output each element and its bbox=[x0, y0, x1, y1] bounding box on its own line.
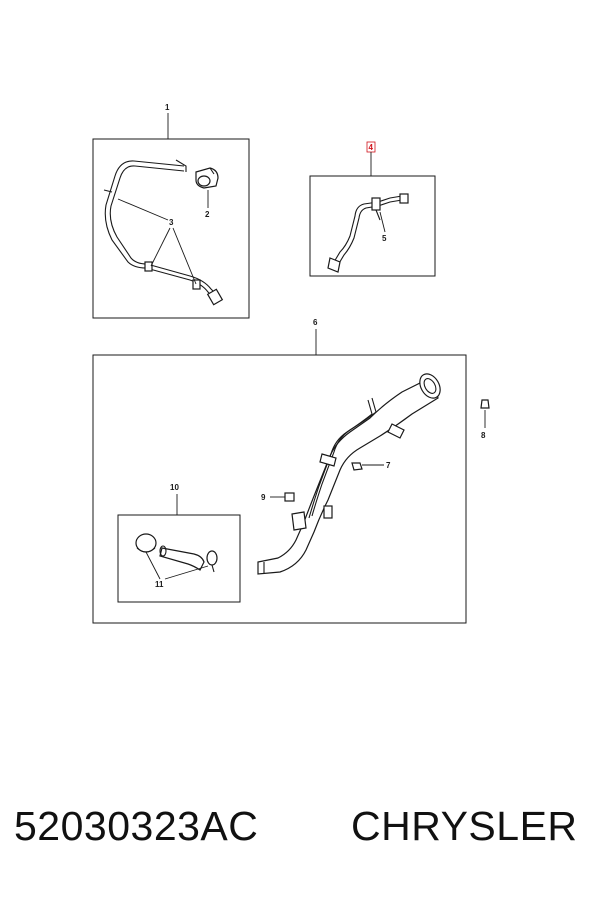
callout-5[interactable]: 5 bbox=[382, 234, 387, 243]
callout-8[interactable]: 8 bbox=[481, 431, 486, 440]
clip-part bbox=[103, 189, 113, 193]
callout-11[interactable]: 11 bbox=[155, 580, 164, 589]
callout-7[interactable]: 7 bbox=[386, 461, 391, 470]
valve-part-2 bbox=[195, 167, 219, 189]
callout-10[interactable]: 10 bbox=[170, 483, 179, 492]
harness-part-5 bbox=[333, 195, 403, 263]
hose-end bbox=[159, 545, 167, 557]
leader-3c bbox=[172, 227, 197, 285]
vent-tube-part bbox=[311, 397, 377, 517]
leader-3b bbox=[150, 227, 171, 267]
clamp-part bbox=[206, 550, 218, 566]
group-10-box bbox=[117, 514, 241, 603]
vent-tube-part-outline bbox=[308, 399, 373, 519]
filler-clip bbox=[323, 505, 333, 519]
filler-bracket-upper bbox=[387, 423, 405, 439]
callout-4[interactable]: 4 bbox=[369, 143, 374, 152]
connector-part-9 bbox=[284, 492, 295, 502]
leader-5 bbox=[379, 211, 386, 233]
callout-3[interactable]: 3 bbox=[169, 218, 174, 227]
harness-connector-lower bbox=[327, 257, 341, 273]
vapor-tube-end bbox=[175, 159, 187, 172]
harness-clip bbox=[371, 197, 381, 211]
clip-part bbox=[144, 261, 153, 272]
clamp-tab bbox=[211, 564, 215, 573]
callout-1[interactable]: 1 bbox=[165, 103, 170, 112]
group-4-harness: 4 5 bbox=[309, 141, 436, 277]
part-8-fastener: 8 bbox=[480, 399, 490, 440]
vapor-tube-connector bbox=[206, 288, 224, 306]
leader-11b bbox=[164, 565, 209, 580]
filler-bracket-mid bbox=[319, 453, 337, 467]
harness-part-5-outline bbox=[337, 199, 403, 266]
harness-connector-upper bbox=[399, 193, 409, 204]
group-4-box bbox=[309, 175, 436, 277]
leader-11a bbox=[145, 551, 161, 580]
fastener-part-7 bbox=[351, 462, 363, 471]
part-number: 52030323AC bbox=[14, 803, 259, 849]
group-1-vapor-line: 1 2 3 bbox=[92, 103, 250, 319]
group-10-cap-kit: 10 11 bbox=[117, 483, 241, 603]
filler-neck-inner bbox=[423, 378, 437, 394]
callout-9[interactable]: 9 bbox=[261, 493, 266, 502]
group-6-box bbox=[92, 354, 467, 624]
clip-part bbox=[192, 279, 201, 290]
brand-name: CHRYSLER bbox=[351, 803, 578, 849]
harness-branch bbox=[375, 209, 381, 221]
group-1-box bbox=[92, 138, 250, 319]
filler-tube-part bbox=[257, 376, 439, 575]
leader-3a bbox=[117, 198, 169, 221]
group-6-filler-tube: 6 7 9 10 bbox=[92, 318, 467, 624]
footer: 52030323AC CHRYSLER bbox=[0, 795, 600, 865]
callout-2[interactable]: 2 bbox=[205, 210, 210, 219]
vapor-tube-part-inner bbox=[109, 165, 221, 299]
fastener-part-8 bbox=[480, 399, 490, 409]
filler-bracket-lower bbox=[291, 511, 307, 531]
callout-6[interactable]: 6 bbox=[313, 318, 318, 327]
hose-part bbox=[159, 547, 205, 571]
